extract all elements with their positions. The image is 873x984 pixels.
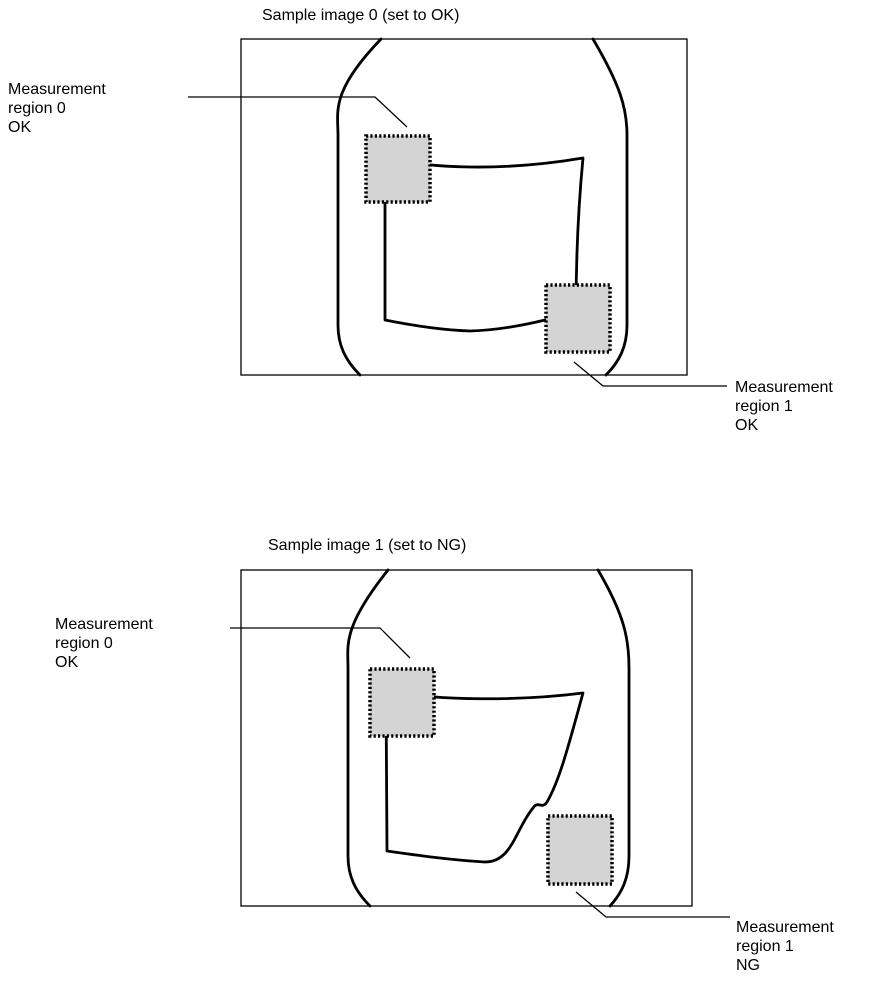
panel-0-region-0-label-line2: region 0 xyxy=(8,100,66,117)
panel-0-region-1-leader-line xyxy=(573,361,727,387)
panel-0-region-1-label-line1: Measurement xyxy=(735,379,833,396)
panel-1-region-1-label: Measurement region 1 NG xyxy=(736,918,834,975)
panel-0-region-1-status: OK xyxy=(735,417,759,434)
panel-1-region-0-leader-line xyxy=(230,627,411,659)
panel-1-region-1-label-line2: region 1 xyxy=(736,938,794,955)
panel-0-region-1-label: Measurement region 1 OK xyxy=(735,378,833,435)
panel-1-region-0-label-line1: Measurement xyxy=(55,616,153,633)
sample-image-0-measurement-region-0 xyxy=(364,134,432,204)
panel-1-region-0-status: OK xyxy=(55,654,79,671)
sample-image-1-measurement-region-0 xyxy=(368,667,436,738)
panel-1-region-1-status: NG xyxy=(736,957,760,974)
sample-image-1-measurement-region-1 xyxy=(546,814,614,886)
panel-0-region-1-label-line2: region 1 xyxy=(735,398,793,415)
sample-image-0-bottle-left-outline xyxy=(336,37,383,377)
panel-0-region-0-leader-line xyxy=(188,96,408,128)
panel-0-region-0-label: Measurement region 0 OK xyxy=(8,80,106,137)
panel-0-region-0-status: OK xyxy=(8,119,32,136)
panel-1-region-1-leader-line xyxy=(575,891,730,918)
sample-image-0 xyxy=(188,37,727,387)
sample-image-0-frame xyxy=(240,38,688,376)
panel-1-region-1-label-line1: Measurement xyxy=(736,919,834,936)
sample-image-1-bottle-right-outline xyxy=(596,568,631,908)
sample-image-1-bottle-label-torn xyxy=(384,689,585,864)
sample-image-0-bottle-right-outline xyxy=(591,37,629,377)
sample-image-1-caption: Sample image 1 (set to NG) xyxy=(268,537,467,554)
sample-image-0-caption: Sample image 0 (set to OK) xyxy=(262,7,460,24)
sample-image-0-measurement-region-1 xyxy=(544,283,612,354)
sample-image-1-frame xyxy=(240,569,693,907)
panel-1-region-0-label-line2: region 0 xyxy=(55,635,113,652)
panel-1-region-0-label: Measurement region 0 OK xyxy=(55,615,153,672)
sample-image-1 xyxy=(230,568,730,918)
sample-image-1-bottle-left-outline xyxy=(346,568,390,908)
panel-0-region-0-label-line1: Measurement xyxy=(8,81,106,98)
